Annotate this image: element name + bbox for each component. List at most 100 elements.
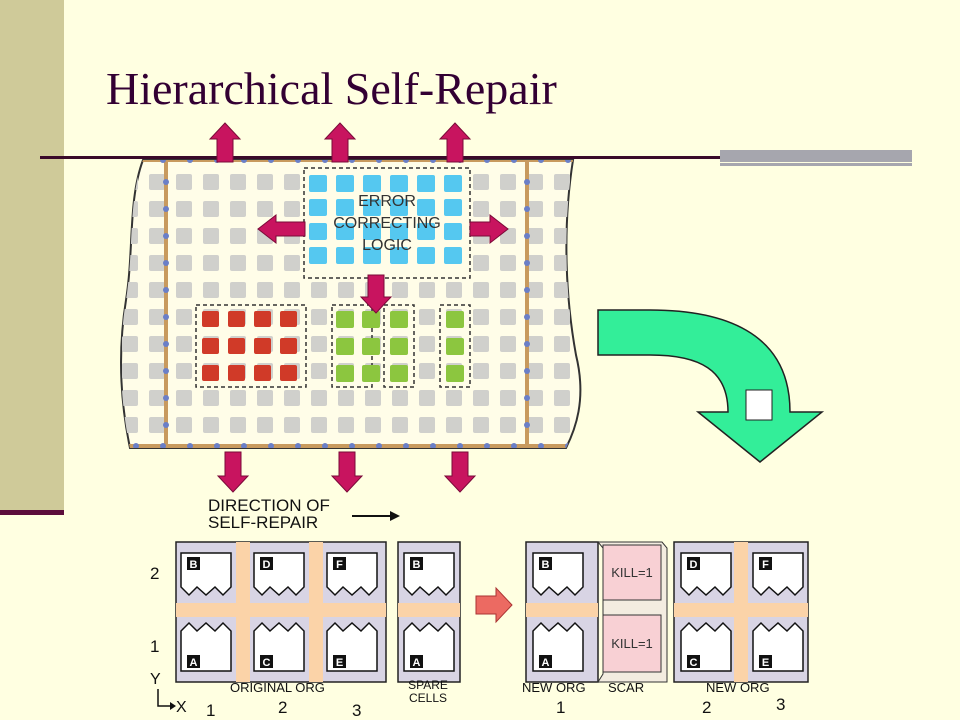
green-cell <box>362 311 380 328</box>
bus-node <box>187 160 193 163</box>
fabric-cell <box>500 255 516 271</box>
fabric-cell <box>311 417 327 433</box>
svg-text:E: E <box>762 657 769 669</box>
row-label-2: 2 <box>150 564 159 583</box>
green-cell <box>446 365 464 382</box>
bus-node <box>214 443 220 448</box>
bus-node <box>524 341 530 347</box>
fabric-cell <box>149 228 165 244</box>
fabric-cell <box>554 309 570 325</box>
bus-node <box>163 233 169 239</box>
curved-arrow-icon <box>597 309 825 463</box>
ecl-cell <box>363 223 381 240</box>
direction-line-2: SELF-REPAIR <box>208 513 318 532</box>
bus-node <box>163 395 169 401</box>
fabric-cell <box>527 417 543 433</box>
fabric-cell <box>500 309 516 325</box>
organism-labels: 2 1 Y X 1 2 3 ORIGINAL ORG SPARE CELLS N… <box>150 564 785 720</box>
organism-cell: D <box>680 552 732 597</box>
green-cell <box>336 365 354 382</box>
x-axis-label: X <box>176 699 187 716</box>
bus-node <box>163 449 169 455</box>
ecl-cell <box>444 247 462 264</box>
fabric-cell <box>257 174 273 190</box>
new-org-caption-left: NEW ORG <box>522 680 586 695</box>
title-rule-accent <box>720 150 912 162</box>
fabric-cell <box>527 228 543 244</box>
fabric-cell <box>176 363 192 379</box>
scar-cell-top <box>602 544 662 601</box>
green-cell <box>336 311 354 328</box>
fabric-cell <box>257 282 273 298</box>
fabric-cell <box>311 363 327 379</box>
repair-arrow-icon <box>257 213 306 245</box>
scar-cell-bottom <box>602 614 662 673</box>
fabric-cell <box>176 282 192 298</box>
bus-node <box>376 160 382 163</box>
svg-text:D: D <box>263 559 271 571</box>
new-right-col-bus <box>734 542 748 682</box>
repair-arrow-icon <box>359 274 393 314</box>
bus-node <box>403 443 409 448</box>
svg-text:C: C <box>263 657 271 669</box>
fabric-cell <box>500 390 516 406</box>
red-cell <box>202 338 219 354</box>
fabric-cell <box>149 417 165 433</box>
ecl-cell <box>363 175 381 192</box>
fabric-cell <box>176 309 192 325</box>
fabric-cell <box>419 336 435 352</box>
ecl-cell <box>309 199 327 216</box>
bus-node <box>511 160 517 163</box>
bus-node <box>430 160 436 163</box>
bus-node <box>457 443 463 448</box>
direction-arrow-icon <box>390 511 400 521</box>
scar-caption: SCAR <box>608 680 644 695</box>
ecl-block: ERROR CORRECTING LOGIC <box>303 167 471 279</box>
fabric-cell <box>554 228 570 244</box>
fabric-cell <box>203 201 219 217</box>
bus-node <box>322 160 328 163</box>
ecl-cell <box>390 199 408 216</box>
fabric-cell <box>446 282 462 298</box>
fabric-cell <box>527 390 543 406</box>
bus-node <box>524 422 530 428</box>
organism-cell: E <box>326 621 378 672</box>
red-cell <box>202 365 219 381</box>
spare-caption-1: SPARE <box>408 678 448 692</box>
red-cell <box>280 338 297 354</box>
bus-node <box>163 341 169 347</box>
fabric-cell <box>176 336 192 352</box>
bus-node <box>295 160 301 163</box>
bus-node <box>187 443 193 448</box>
ecl-cell <box>444 175 462 192</box>
svg-text:F: F <box>762 559 769 571</box>
fabric-cell <box>203 174 219 190</box>
fabric-cell <box>527 363 543 379</box>
red-cell <box>202 311 219 327</box>
fabric-cell <box>554 255 570 271</box>
transition-arrow-icon <box>475 586 513 624</box>
ecl-cell <box>309 175 327 192</box>
fabric-cell <box>176 417 192 433</box>
ecl-cell <box>336 175 354 192</box>
sidebar-accent <box>0 510 64 515</box>
bus-node <box>163 314 169 320</box>
bus-node <box>268 160 274 163</box>
ecl-cell <box>444 223 462 240</box>
bus-node <box>524 206 530 212</box>
bus-node <box>376 443 382 448</box>
svg-text:A: A <box>190 657 198 669</box>
fabric-cell <box>392 417 408 433</box>
y-axis-label: Y <box>150 671 161 688</box>
bus-node <box>524 179 530 185</box>
green-cell <box>362 365 380 382</box>
fabric-cell <box>419 363 435 379</box>
fabric-cell <box>473 336 489 352</box>
fabric-cell <box>230 417 246 433</box>
bus-node <box>295 443 301 448</box>
slide-title: Hierarchical Self-Repair <box>106 63 557 114</box>
fabric-cell <box>338 390 354 406</box>
ecl-cells <box>306 170 468 276</box>
spare-row-bus <box>398 603 460 617</box>
fabric-cell <box>473 282 489 298</box>
